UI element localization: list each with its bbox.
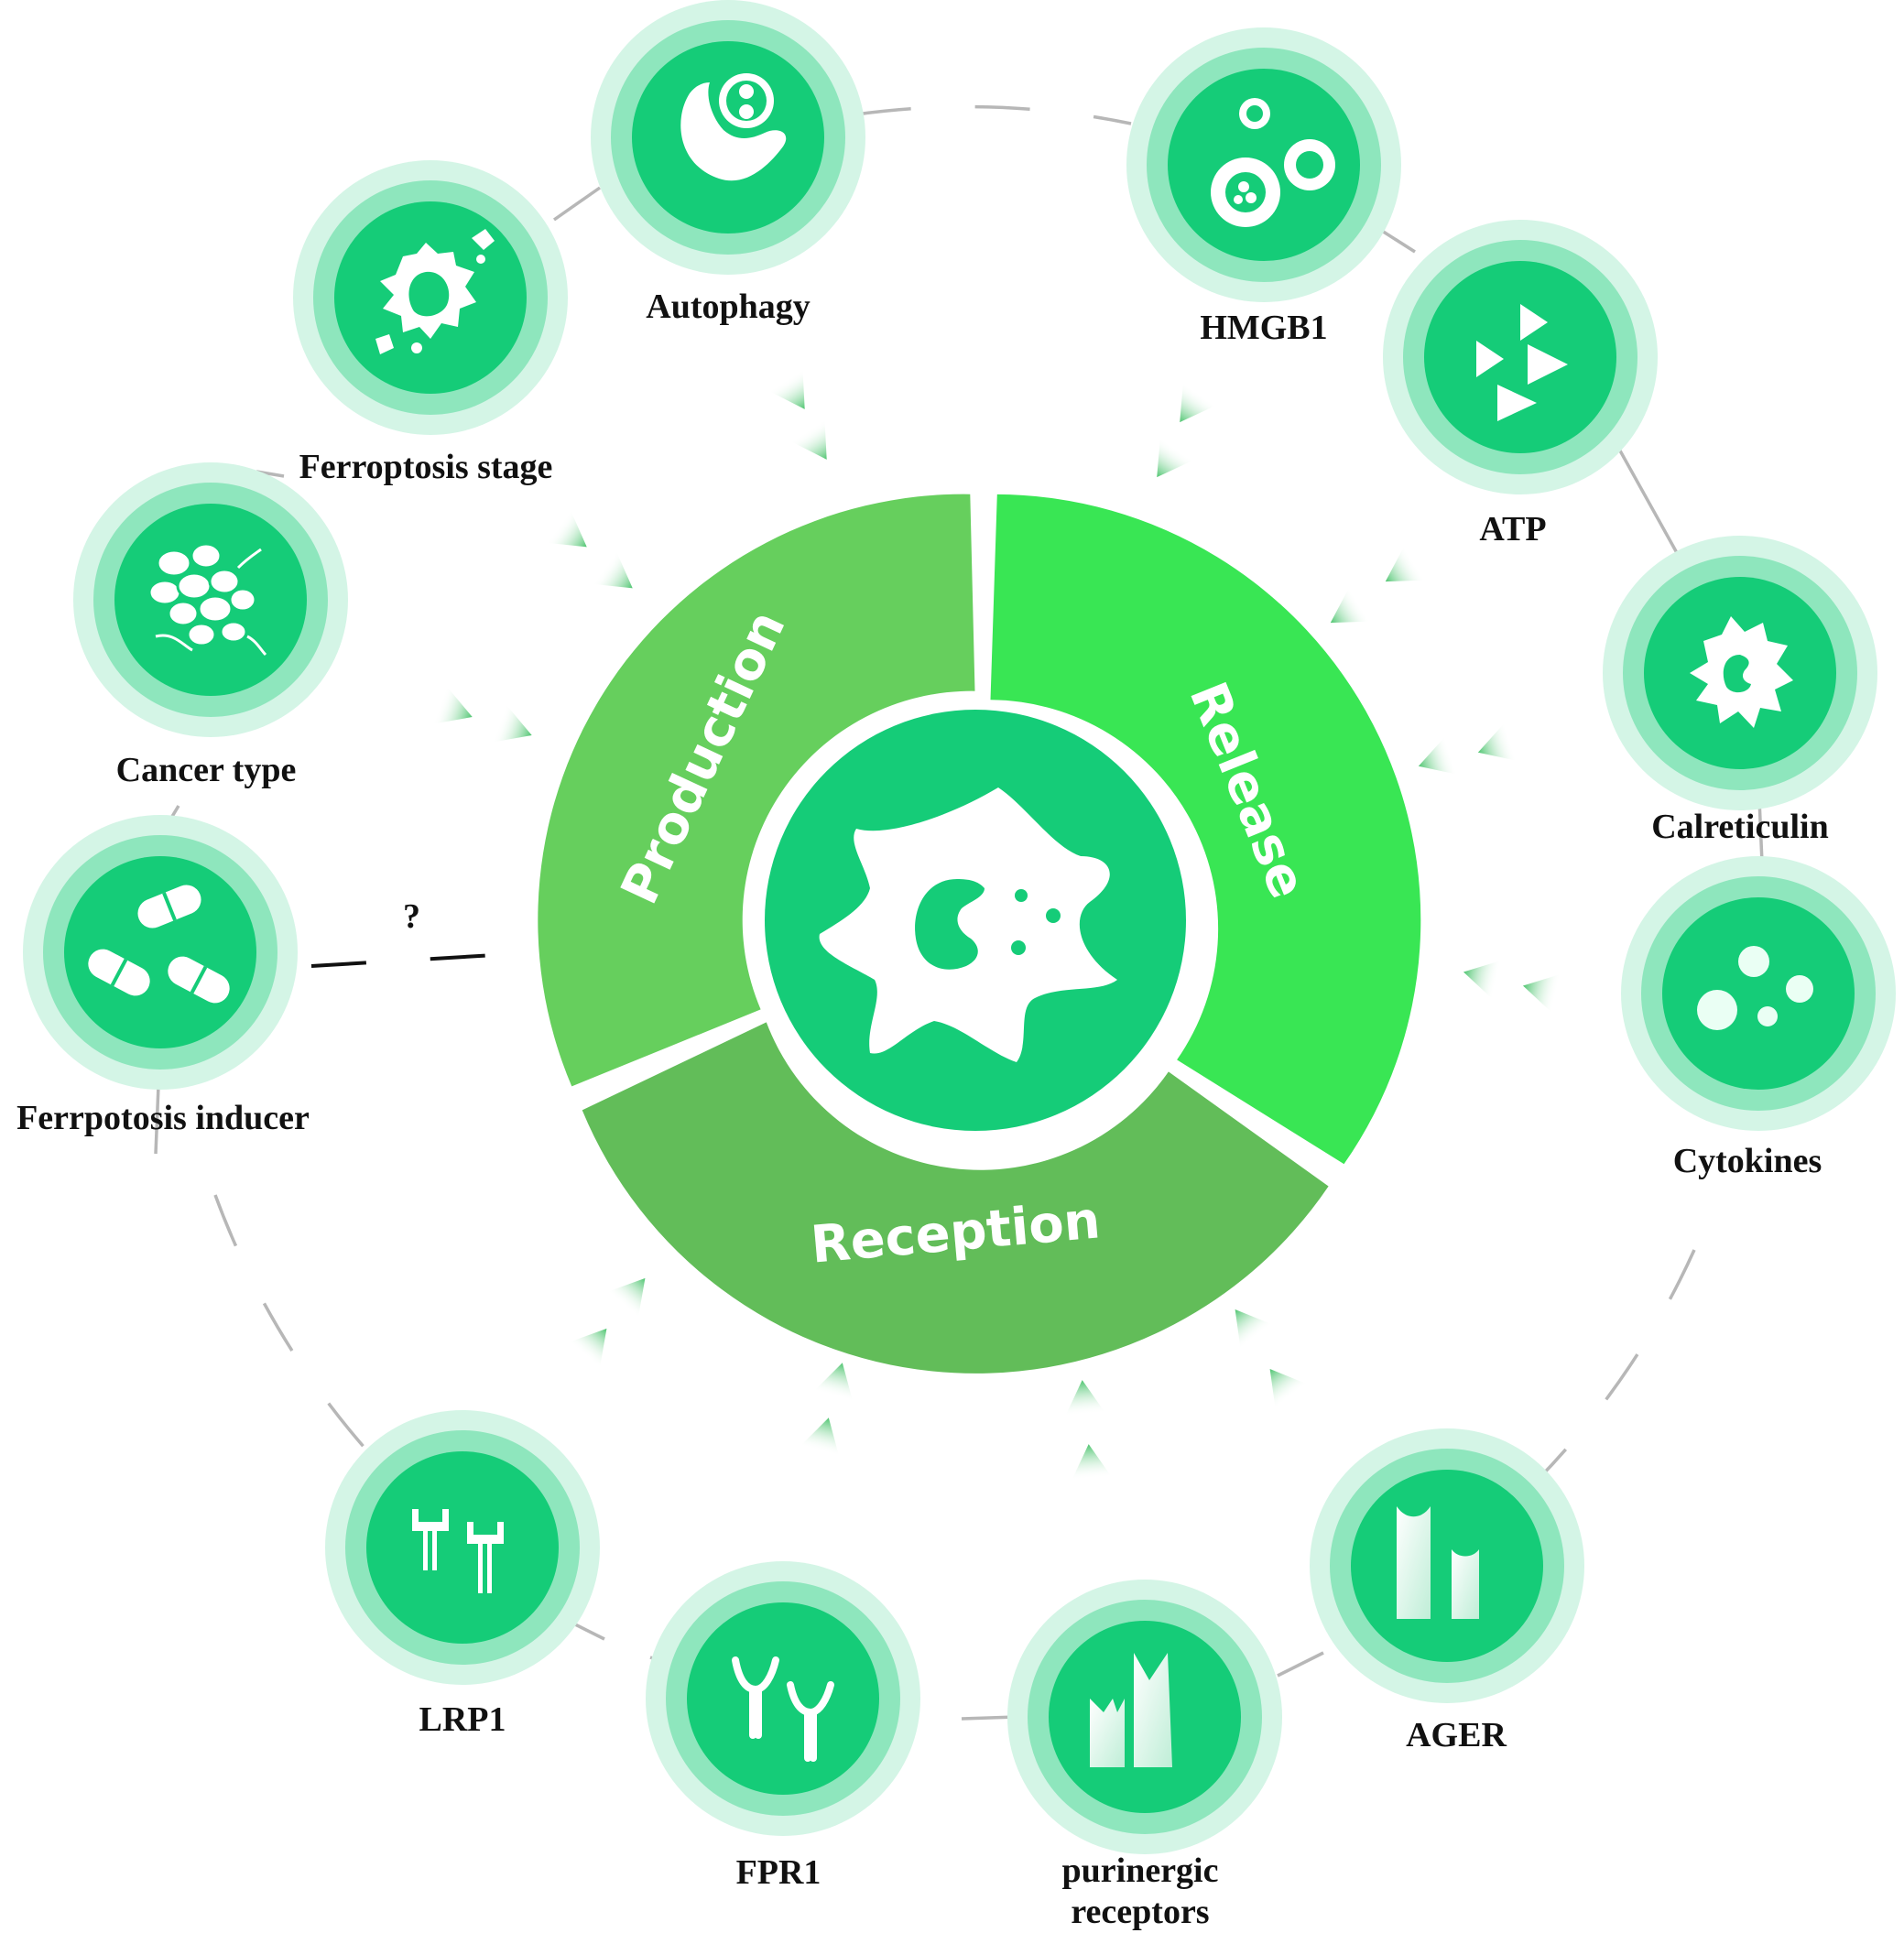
node-ager[interactable]: [1310, 1428, 1584, 1703]
purinergic-receptor-icon: [1090, 1653, 1172, 1767]
fpr1-label: FPR1: [736, 1853, 821, 1892]
hmgb1-molecules-icon: [1211, 98, 1335, 227]
reception-segment[interactable]: [582, 1022, 1329, 1374]
fpr1-receptor-icon: [732, 1656, 834, 1762]
cytokines-label: Cytokines: [1673, 1142, 1822, 1180]
damaged-cell-icon: [819, 787, 1117, 1062]
node-ferroptosis-stage[interactable]: [293, 160, 568, 435]
node-cytokines[interactable]: [1621, 856, 1896, 1131]
central-ring: Production Release Reception: [538, 494, 1421, 1374]
calreticulin-cell-icon: [1690, 616, 1793, 728]
autophagy-label: Autophagy: [646, 288, 811, 326]
node-calreticulin[interactable]: [1603, 536, 1877, 810]
production-segment[interactable]: [538, 494, 975, 1087]
purinergic-label-line1: purinergic: [1062, 1852, 1219, 1890]
cytokine-bubbles-icon: [1697, 946, 1813, 1030]
atp-triangles-icon: [1476, 304, 1568, 421]
node-purinergic[interactable]: [1007, 1580, 1282, 1854]
cancer-type-label: Cancer type: [116, 751, 297, 789]
ferroptosis-stage-label: Ferroptosis stage: [299, 448, 553, 486]
pill-capsules-icon: [88, 885, 230, 1004]
atp-label: ATP: [1479, 510, 1546, 548]
purinergic-label-line2: receptors: [1071, 1893, 1209, 1931]
node-ferroptosis-inducer[interactable]: [23, 815, 298, 1090]
lrp1-label: LRP1: [419, 1700, 506, 1739]
ferroptosis-inducer-label: Ferrpotosis inducer: [16, 1099, 310, 1137]
calreticulin-label: Calreticulin: [1651, 808, 1829, 846]
unknown-link-label: ?: [403, 897, 420, 936]
node-cancer-type[interactable]: [73, 462, 348, 737]
node-lrp1[interactable]: [325, 1410, 600, 1685]
ferroptotic-cell-icon: [375, 229, 495, 354]
ager-label: AGER: [1406, 1716, 1507, 1754]
node-fpr1[interactable]: [646, 1561, 920, 1836]
release-segment[interactable]: [990, 494, 1421, 1165]
node-atp[interactable]: [1383, 220, 1658, 494]
node-autophagy[interactable]: [591, 0, 865, 275]
node-hmgb1[interactable]: [1126, 27, 1401, 302]
hmgb1-label: HMGB1: [1200, 309, 1327, 347]
ager-receptor-icon: [1397, 1506, 1479, 1619]
autophagy-cell-icon: [680, 73, 787, 181]
cancer-cells-icon: [147, 542, 267, 657]
lrp1-receptor-icon: [412, 1509, 504, 1593]
